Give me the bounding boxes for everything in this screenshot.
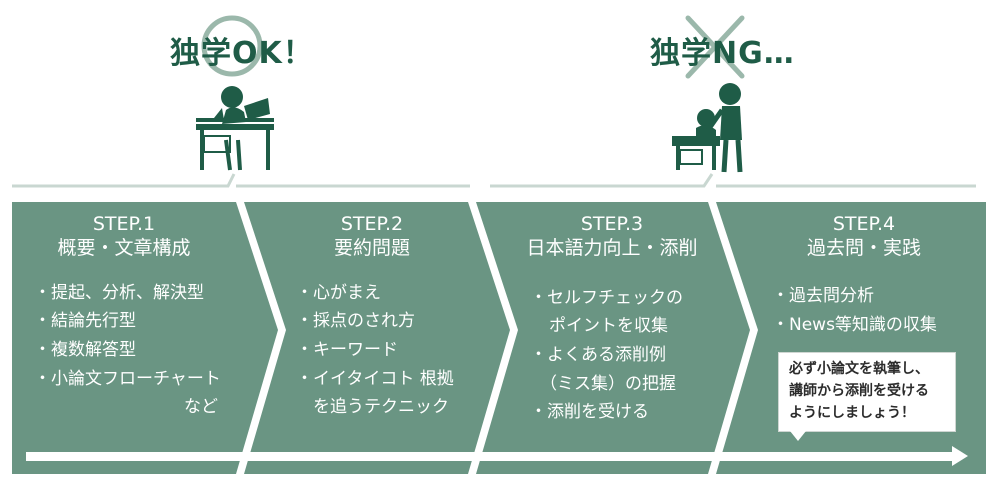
callout-line: 必ず小論文を執筆し、	[789, 361, 929, 377]
step-subtitle: 概要・文章構成	[57, 237, 190, 259]
list-item: ・添削を受ける	[530, 402, 649, 422]
step-title: STEP.3	[581, 213, 643, 235]
list-item: ・イイタイコト 根拠	[296, 369, 454, 389]
list-item: ・採点のされ方	[296, 311, 415, 331]
student-studying-alone-icon	[196, 86, 274, 171]
step-subtitle: 過去問・実践	[807, 237, 921, 259]
cross-icon	[685, 15, 745, 79]
list-item: ・心がまえ	[296, 283, 381, 303]
heading-ok: 独学OK！	[170, 36, 314, 71]
step-panel-2	[244, 202, 510, 474]
list-item: ・キーワード	[296, 340, 398, 360]
circle-icon	[201, 15, 263, 77]
list-item: など	[184, 397, 218, 417]
step-subtitle: 要約問題	[334, 237, 410, 259]
callout-tail	[790, 431, 806, 441]
divider-line	[12, 173, 976, 188]
list-item: ・複数解答型	[34, 340, 136, 360]
step-panel-3	[476, 202, 750, 474]
list-item: ・過去問分析	[772, 286, 874, 306]
callout-line: 講師から添削を受ける	[789, 383, 929, 399]
list-item: ポイントを収集	[549, 316, 668, 336]
heading-ng: 独学NG…	[650, 36, 795, 71]
list-item: を追うテクニック	[313, 397, 449, 417]
step-title: STEP.2	[341, 213, 403, 235]
list-item: ・よくある添削例	[530, 345, 666, 365]
step-title: STEP.1	[93, 213, 155, 235]
callout-line: ようにしましょう！	[789, 405, 915, 421]
list-item: （ミス集）の把握	[540, 374, 676, 394]
advice-callout: 必ず小論文を執筆し、 講師から添削を受ける ようにしましょう！	[778, 352, 956, 432]
list-item: ・提起、分析、解決型	[34, 283, 204, 303]
step-panel-1	[12, 202, 278, 474]
student-with-teacher-icon	[672, 83, 743, 173]
list-item: ・小論文フローチャート	[34, 369, 221, 389]
list-item: ・結論先行型	[34, 311, 136, 331]
list-item: ・セルフチェックの	[530, 288, 683, 308]
step-title: STEP.4	[833, 213, 895, 235]
step-subtitle: 日本語力向上・添削	[526, 237, 697, 259]
list-item: ・News等知識の収集	[772, 315, 937, 335]
progress-arrow	[26, 446, 968, 466]
